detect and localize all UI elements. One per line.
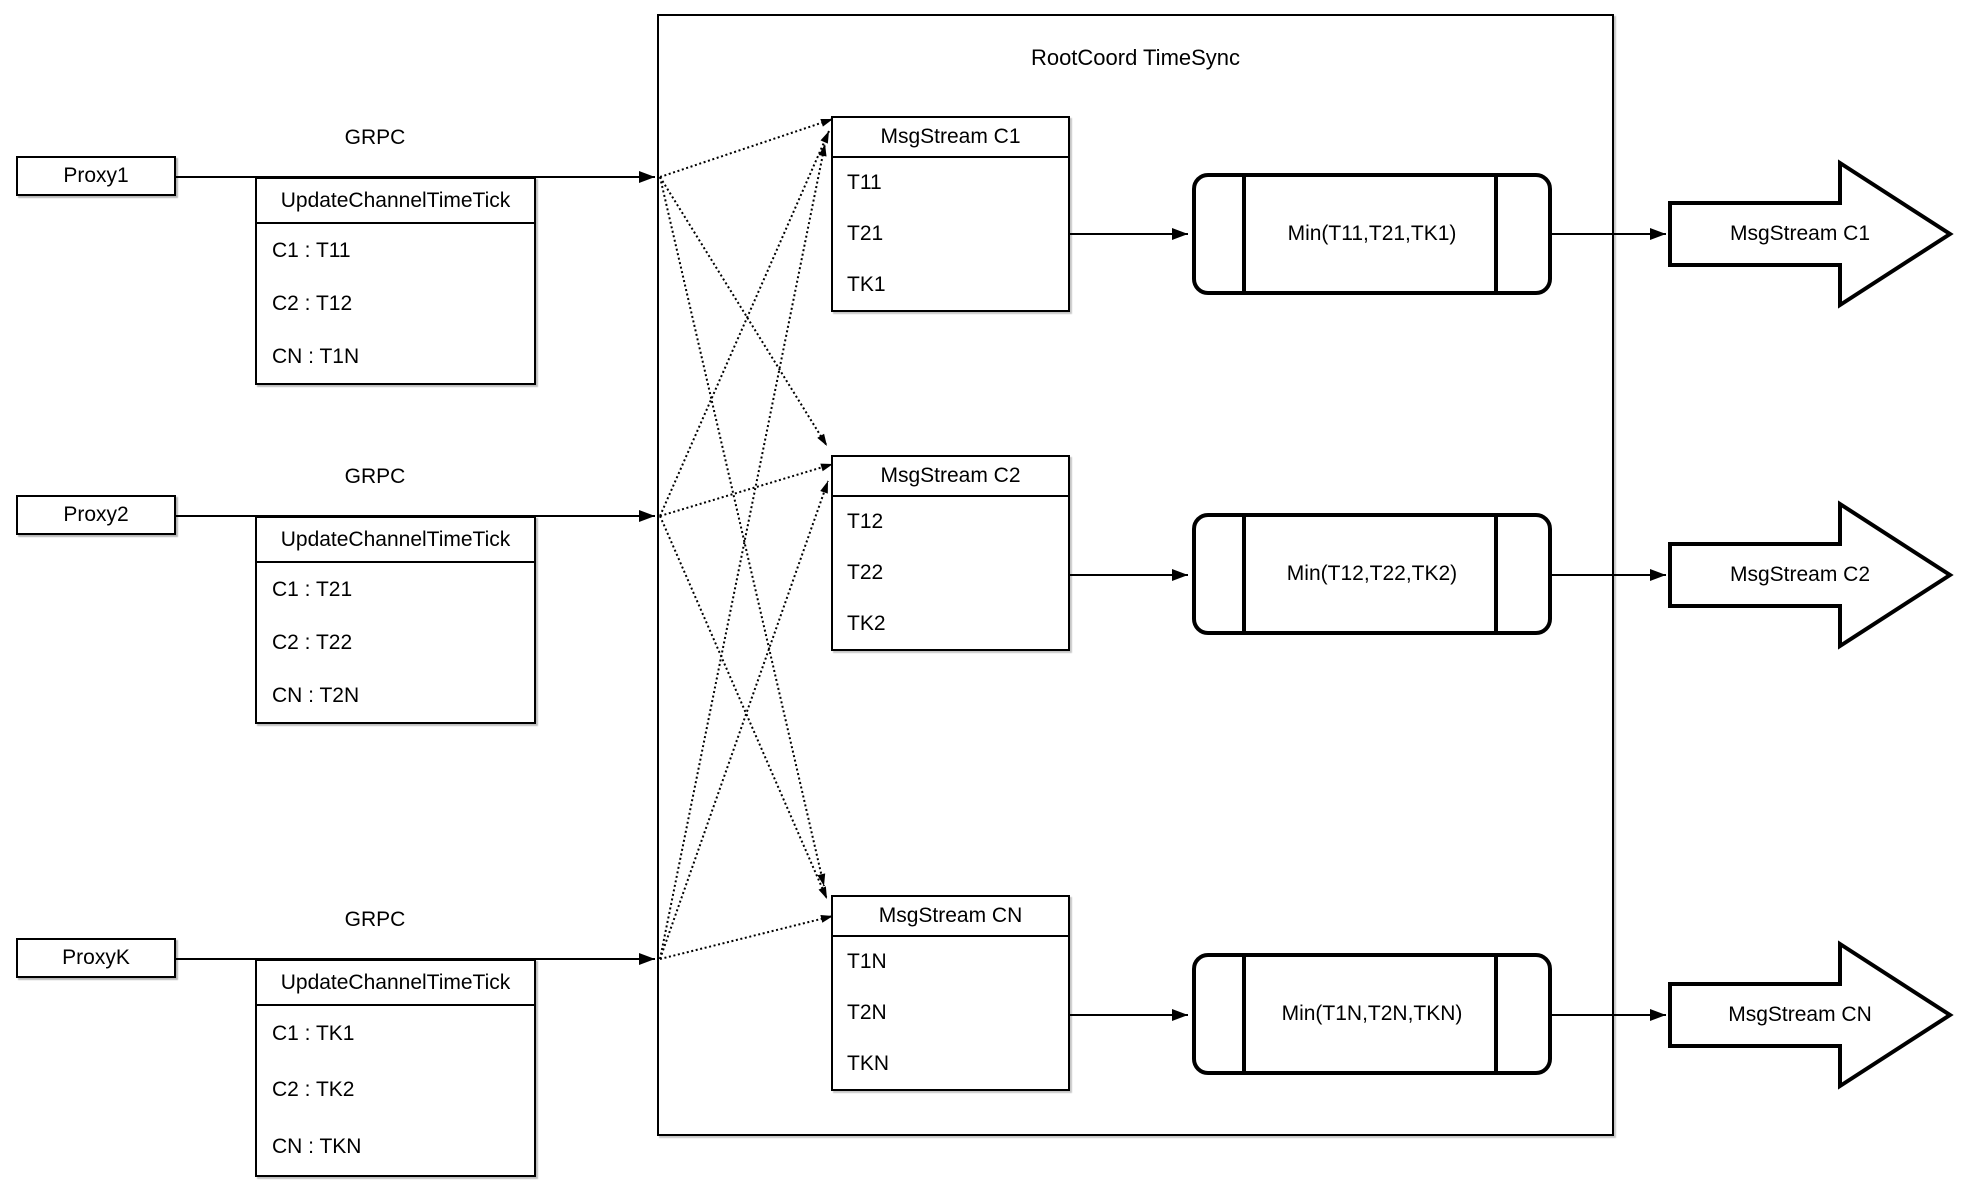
msgstream-cn-header: MsgStream CN	[833, 897, 1068, 937]
fanout-p1-c1	[659, 118, 834, 178]
fanout-p1-cn	[659, 176, 826, 887]
msgstream-c2-header: MsgStream C2	[833, 457, 1068, 497]
msgstream-c1-value-1: T11	[847, 171, 882, 195]
msgstream-cn-value-1: T1N	[847, 950, 887, 974]
timetick-table-1: UpdateChannelTimeTick C1 : T11 C2 : T12 …	[255, 177, 536, 385]
min-node-c2-right-bar	[1494, 517, 1498, 631]
timetick-table-3-header: UpdateChannelTimeTick	[257, 961, 534, 1006]
min-node-c1-left-bar	[1242, 177, 1246, 291]
timetick-table-2-row-c1: C1 : T21	[272, 577, 353, 601]
msgstream-c1-value-3: TK1	[847, 272, 886, 296]
timetick-table-2-row-c2: C2 : T22	[272, 630, 353, 654]
proxy2-label: Proxy2	[63, 503, 129, 526]
msgstream-c2-value-1: T12	[847, 510, 884, 534]
timetick-table-1-row-c2: C2 : T12	[272, 291, 353, 315]
rootcoord-title: RootCoord TimeSync	[1030, 45, 1241, 70]
proxyk-label: ProxyK	[62, 946, 130, 969]
min-to-output-connectors	[1552, 228, 1666, 1021]
min-node-c1: Min(T11,T21,TK1)	[1192, 173, 1552, 295]
proxyk-box: ProxyK	[16, 938, 176, 978]
min-node-cn-right-bar	[1494, 957, 1498, 1071]
fanout-dotted-arrows	[659, 118, 834, 960]
timetick-table-2-row-cn: CN : T2N	[272, 683, 360, 707]
proxy1-box: Proxy1	[16, 156, 176, 196]
timetick-table-1-row-c1: C1 : T11	[272, 238, 351, 262]
output-block-arrow-cn	[1668, 940, 1954, 1090]
fanout-p2-cn	[659, 515, 828, 900]
msgstream-c1-value-2: T21	[847, 222, 884, 245]
min-node-c2-left-bar	[1242, 517, 1246, 631]
proxy1-label: Proxy1	[63, 164, 129, 187]
grpc-label-1: GRPC	[344, 126, 406, 149]
fanout-p2-c1	[659, 130, 830, 517]
output-block-arrow-c2	[1668, 500, 1954, 650]
msgstream-c1-header: MsgStream C1	[833, 118, 1068, 158]
min-node-cn-left-bar	[1242, 957, 1246, 1071]
output-block-arrow-c1	[1668, 159, 1954, 309]
output-arrow-label-cn: MsgStream CN	[1728, 1003, 1872, 1026]
timetick-table-2: UpdateChannelTimeTick C1 : T21 C2 : T22 …	[255, 516, 536, 724]
grpc-label-2: GRPC	[344, 465, 406, 488]
min-node-c2: Min(T12,T22,TK2)	[1192, 513, 1552, 635]
timetick-table-3: UpdateChannelTimeTick C1 : TK1 C2 : TK2 …	[255, 959, 536, 1177]
min-node-cn: Min(T1N,T2N,TKN)	[1192, 953, 1552, 1075]
fanout-pk-c2	[659, 480, 829, 960]
grpc-label-3: GRPC	[344, 908, 406, 931]
min-node-c1-label: Min(T11,T21,TK1)	[1287, 222, 1457, 245]
msgstream-cn-value-2: T2N	[847, 1001, 887, 1024]
msgstream-c2-value-2: T22	[847, 561, 884, 584]
proxy2-box: Proxy2	[16, 495, 176, 535]
timetick-table-3-row-c1: C1 : TK1	[272, 1022, 355, 1046]
fanout-p1-c2	[659, 176, 828, 447]
fanout-pk-c1	[659, 143, 827, 960]
output-arrow-label-c1: MsgStream C1	[1729, 222, 1871, 245]
msgstream-cn-box: MsgStream CN T1N T2N TKN	[831, 895, 1070, 1091]
msgstream-c2-box: MsgStream C2 T12 T22 TK2	[831, 455, 1070, 651]
stream-to-min-connectors	[1070, 228, 1188, 1021]
timetick-table-1-header: UpdateChannelTimeTick	[257, 179, 534, 224]
output-arrow-label-c2: MsgStream C2	[1729, 563, 1871, 586]
msgstream-c1-box: MsgStream C1 T11 T21 TK1	[831, 116, 1070, 312]
timetick-table-3-row-cn: CN : TKN	[272, 1134, 362, 1158]
msgstream-cn-value-3: TKN	[847, 1051, 889, 1075]
timetick-table-2-header: UpdateChannelTimeTick	[257, 518, 534, 563]
msgstream-c2-value-3: TK2	[847, 611, 886, 635]
min-node-cn-label: Min(T1N,T2N,TKN)	[1281, 1002, 1463, 1025]
fanout-pk-cn	[659, 915, 834, 960]
fanout-p2-c2	[659, 463, 834, 517]
min-node-c2-label: Min(T12,T22,TK2)	[1286, 562, 1458, 585]
min-node-c1-right-bar	[1494, 177, 1498, 291]
timetick-table-3-row-c2: C2 : TK2	[272, 1078, 355, 1102]
timetick-table-1-row-cn: CN : T1N	[272, 344, 360, 368]
output-block-arrows	[1668, 159, 1954, 1090]
